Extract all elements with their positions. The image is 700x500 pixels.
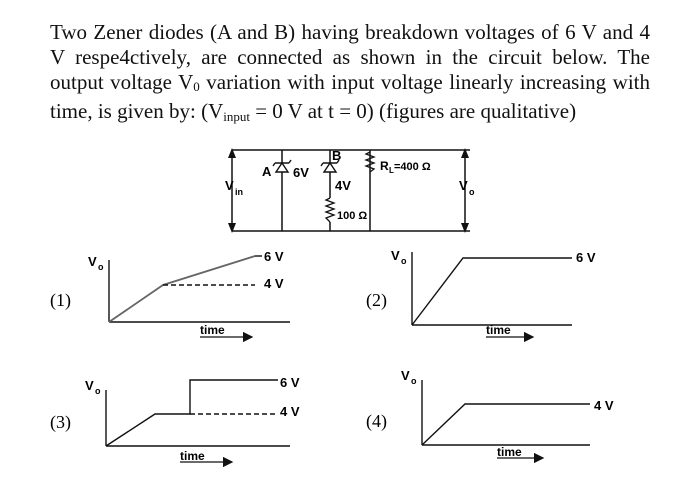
- option-2-time-label: time: [486, 323, 511, 337]
- option-3-level-low: 4 V: [280, 404, 300, 419]
- vo-label: V: [459, 178, 468, 193]
- option-1-label: (1): [50, 290, 71, 311]
- load-value-label: =400 Ω: [394, 161, 431, 173]
- vo-sub-label: o: [469, 187, 475, 197]
- option-1-time-label: time: [200, 323, 225, 337]
- option-1-y-axis-sub: o: [98, 262, 104, 272]
- option-2-level-high: 6 V: [576, 250, 596, 265]
- vin-label: V: [225, 178, 234, 193]
- zener-diode-a-icon: [272, 159, 292, 173]
- load-resistor-icon: [364, 151, 376, 173]
- option-4-label: (4): [366, 411, 387, 432]
- diode-a-voltage: 6V: [293, 165, 309, 180]
- vo-arrow-head-top: [461, 148, 469, 158]
- vin-arrow-head-bottom: [228, 223, 236, 233]
- option-3-y-axis-sub: o: [95, 386, 101, 396]
- vin-sub-label: in: [235, 187, 243, 197]
- diode-a-label: A: [262, 164, 272, 179]
- option-1-level-high: 6 V: [264, 249, 284, 264]
- diode-b-voltage: 4V: [335, 178, 351, 193]
- load-r-label: R: [380, 159, 389, 173]
- question-part-3: = 0 V at t = 0) (figures are qualitative…: [249, 99, 577, 123]
- option-3-graph: [105, 379, 290, 468]
- option-2-label: (2): [366, 290, 387, 311]
- option-2-y-axis-sub: o: [401, 256, 407, 266]
- question-text: Two Zener diodes (A and B) having breakd…: [50, 20, 650, 129]
- option-4-level-high: 4 V: [594, 398, 614, 413]
- option-4-y-axis: V: [401, 368, 410, 383]
- zener-diode-b-icon: [320, 159, 340, 173]
- option-2-graph: [411, 252, 572, 343]
- vo-subscript: 0: [193, 79, 200, 94]
- option-3-y-axis: V: [85, 378, 94, 393]
- option-2-y-axis: V: [391, 248, 400, 263]
- option-1-y-axis: V: [88, 254, 97, 269]
- vo-arrow-head-bottom: [461, 223, 469, 233]
- option-3-label: (3): [50, 412, 71, 433]
- option-4-graph: [421, 380, 590, 464]
- question-part-1: Two Zener diodes (A and B) having breakd…: [50, 20, 650, 94]
- vin-arrow-head-top: [228, 148, 236, 158]
- question-part-2: variation with input voltage linearly in…: [50, 70, 650, 123]
- load-r-sub-label: L: [389, 166, 394, 175]
- option-4-y-axis-sub: o: [411, 376, 417, 386]
- option-4-time-label: time: [497, 445, 522, 459]
- resistor-100-label: 100 Ω: [337, 210, 367, 222]
- option-3-time-label: time: [180, 449, 205, 463]
- option-1-graph: [108, 255, 290, 343]
- option-3-level-high: 6 V: [280, 375, 300, 390]
- resistor-100-icon: [324, 197, 336, 223]
- diode-b-label: B: [332, 148, 341, 163]
- vinput-subscript: input: [223, 109, 250, 124]
- option-1-level-low: 4 V: [264, 276, 284, 291]
